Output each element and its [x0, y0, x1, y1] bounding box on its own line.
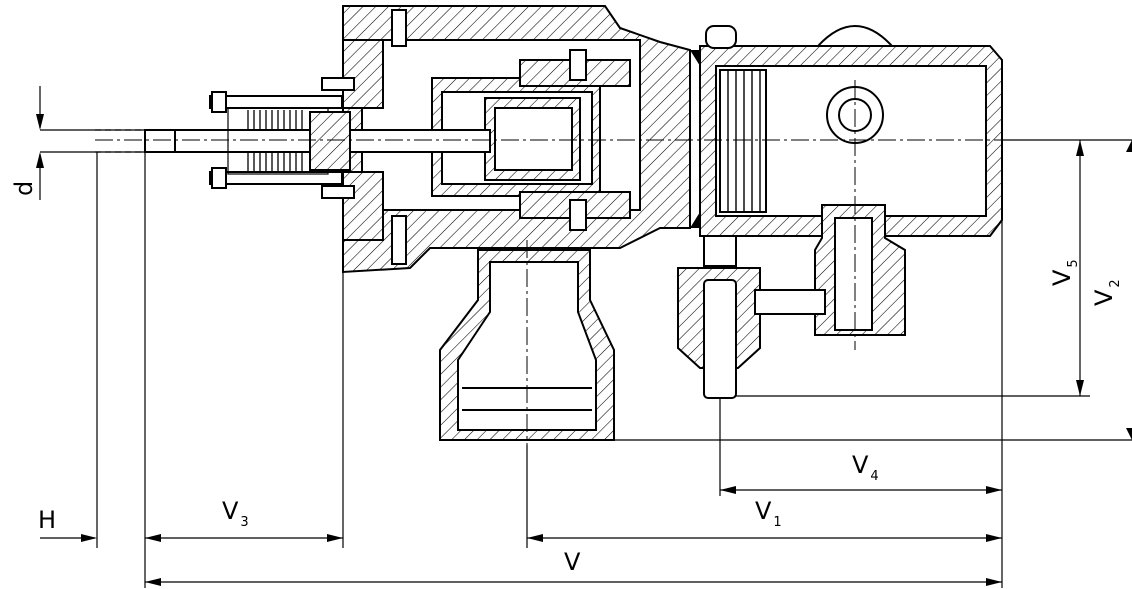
- valve-body: [321, 5, 691, 274]
- dimension-lines: [36, 86, 1132, 588]
- label-d: d: [10, 181, 38, 196]
- valve-stem-assembly: [144, 91, 491, 189]
- label-V: V: [564, 548, 581, 576]
- outlet-body: [677, 25, 1003, 399]
- label-V2: V2: [1090, 279, 1123, 306]
- label-H: H: [38, 506, 56, 534]
- label-V5: V5: [1048, 259, 1081, 286]
